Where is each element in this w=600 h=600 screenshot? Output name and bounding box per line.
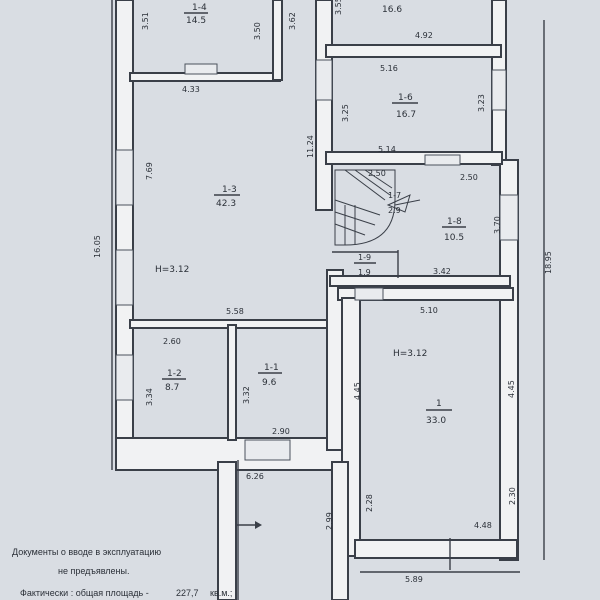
ceiling-height-right: H=3.12 bbox=[393, 349, 427, 359]
dim-5-16: 5.16 bbox=[380, 64, 398, 73]
ceiling-height-left: H=3.12 bbox=[155, 265, 189, 275]
room-1-2-id: 1-2 bbox=[167, 369, 182, 379]
window-left-3 bbox=[115, 354, 134, 401]
wall-room-1-4-right bbox=[272, 0, 283, 81]
wall-under-top-right-room bbox=[325, 44, 502, 58]
dim-3-62: 3.62 bbox=[288, 12, 297, 30]
dim-3-32: 3.32 bbox=[242, 386, 251, 404]
note-documents-line2: не предъявлены. bbox=[58, 566, 130, 576]
dim-2-30: 2.30 bbox=[508, 487, 517, 505]
dim-5-10: 5.10 bbox=[420, 306, 438, 315]
room-1-9-id: 1-9 bbox=[358, 253, 371, 262]
dim-5-89: 5.89 bbox=[405, 575, 423, 584]
window-left-1 bbox=[115, 149, 134, 206]
dim-3-51: 3.51 bbox=[141, 12, 150, 30]
dim-2-28: 2.28 bbox=[365, 494, 374, 512]
dim-3-70: 3.70 bbox=[493, 216, 502, 234]
room-1-6-area: 16.7 bbox=[396, 110, 416, 120]
room-1-2-area: 8.7 bbox=[165, 383, 179, 393]
dim-4-45-right: 4.45 bbox=[507, 380, 516, 398]
dim-2-50-b: 2.50 bbox=[460, 173, 478, 182]
window-right-1 bbox=[491, 69, 507, 111]
wall-vestibule-left bbox=[217, 461, 237, 600]
room-1-8-area: 10.5 bbox=[444, 233, 464, 243]
wall-between-1-2-1-1 bbox=[227, 324, 237, 441]
dim-4-45-left: 4.45 bbox=[353, 382, 362, 400]
wall-bottom-room-1 bbox=[354, 539, 518, 559]
window-mid-1 bbox=[315, 59, 333, 101]
radiator-room-1-4 bbox=[184, 63, 218, 75]
radiator-room-1-8 bbox=[424, 154, 461, 166]
note-area-value: 227,7 bbox=[176, 588, 199, 598]
room-1-4-area: 14.5 bbox=[186, 16, 206, 26]
room-1-1-area: 9.6 bbox=[262, 378, 277, 388]
dim-2-60: 2.60 bbox=[163, 337, 181, 346]
room-1-area: 33.0 bbox=[426, 416, 446, 426]
staircase bbox=[334, 169, 421, 246]
dim-3-42: 3.42 bbox=[433, 267, 451, 276]
wall-vestibule-right bbox=[331, 461, 349, 600]
dim-7-69: 7.69 bbox=[145, 162, 154, 180]
dim-2-50-a: 2.50 bbox=[368, 169, 386, 178]
dim-3-50: 3.50 bbox=[253, 22, 262, 40]
room-1-8-id: 1-8 bbox=[447, 217, 462, 227]
wall-right-outer bbox=[499, 159, 519, 561]
dim-3-34: 3.34 bbox=[145, 388, 154, 406]
door-vestibule bbox=[244, 439, 291, 461]
dim-3-25: 3.25 bbox=[341, 104, 350, 122]
dim-2-90: 2.90 bbox=[272, 427, 290, 436]
room-1-7-area: 2.9 bbox=[388, 206, 401, 215]
room-1-7-id: 1-7 bbox=[388, 191, 401, 200]
window-right-2 bbox=[499, 194, 519, 241]
wall-middle-vertical bbox=[315, 0, 333, 211]
wall-under-stair bbox=[329, 275, 511, 287]
dim-5-58: 5.58 bbox=[226, 307, 244, 316]
room-1-6-id: 1-6 bbox=[398, 93, 413, 103]
room-1-4-id: 1-4 bbox=[192, 3, 207, 13]
dim-3-23: 3.23 bbox=[477, 94, 486, 112]
door-room-1 bbox=[354, 287, 384, 301]
room-1-id: 1 bbox=[436, 399, 442, 409]
room-1-9-area: 1.9 bbox=[358, 268, 371, 277]
note-area-unit: кв.м.; bbox=[210, 588, 232, 598]
window-left-2 bbox=[115, 249, 134, 306]
dim-4-48: 4.48 bbox=[474, 521, 492, 530]
dim-16-05: 16.05 bbox=[93, 235, 102, 258]
dim-18-95: 18.95 bbox=[544, 251, 553, 274]
wall-under-room-1-6 bbox=[325, 151, 503, 165]
room-1-3-area: 42.3 bbox=[216, 199, 236, 209]
room-top-right-area: 16.6 bbox=[382, 5, 402, 15]
room-1-1-id: 1-1 bbox=[264, 363, 279, 373]
note-documents-line1: Документы о вводе в эксплуатацию bbox=[12, 547, 161, 557]
note-area-label: Фактически : общая площадь - bbox=[20, 588, 149, 598]
dim-11-24: 11.24 bbox=[306, 135, 315, 158]
dim-6-26: 6.26 bbox=[246, 472, 264, 481]
dim-5-14: 5.14 bbox=[378, 145, 396, 154]
entry-arrow-icon bbox=[255, 521, 262, 529]
room-1-3-id: 1-3 bbox=[222, 185, 237, 195]
dim-3-55: 3.55 bbox=[334, 0, 343, 15]
dim-2-99: 2.99 bbox=[325, 512, 334, 530]
dim-4-33: 4.33 bbox=[182, 85, 200, 94]
dim-4-92: 4.92 bbox=[415, 31, 433, 40]
